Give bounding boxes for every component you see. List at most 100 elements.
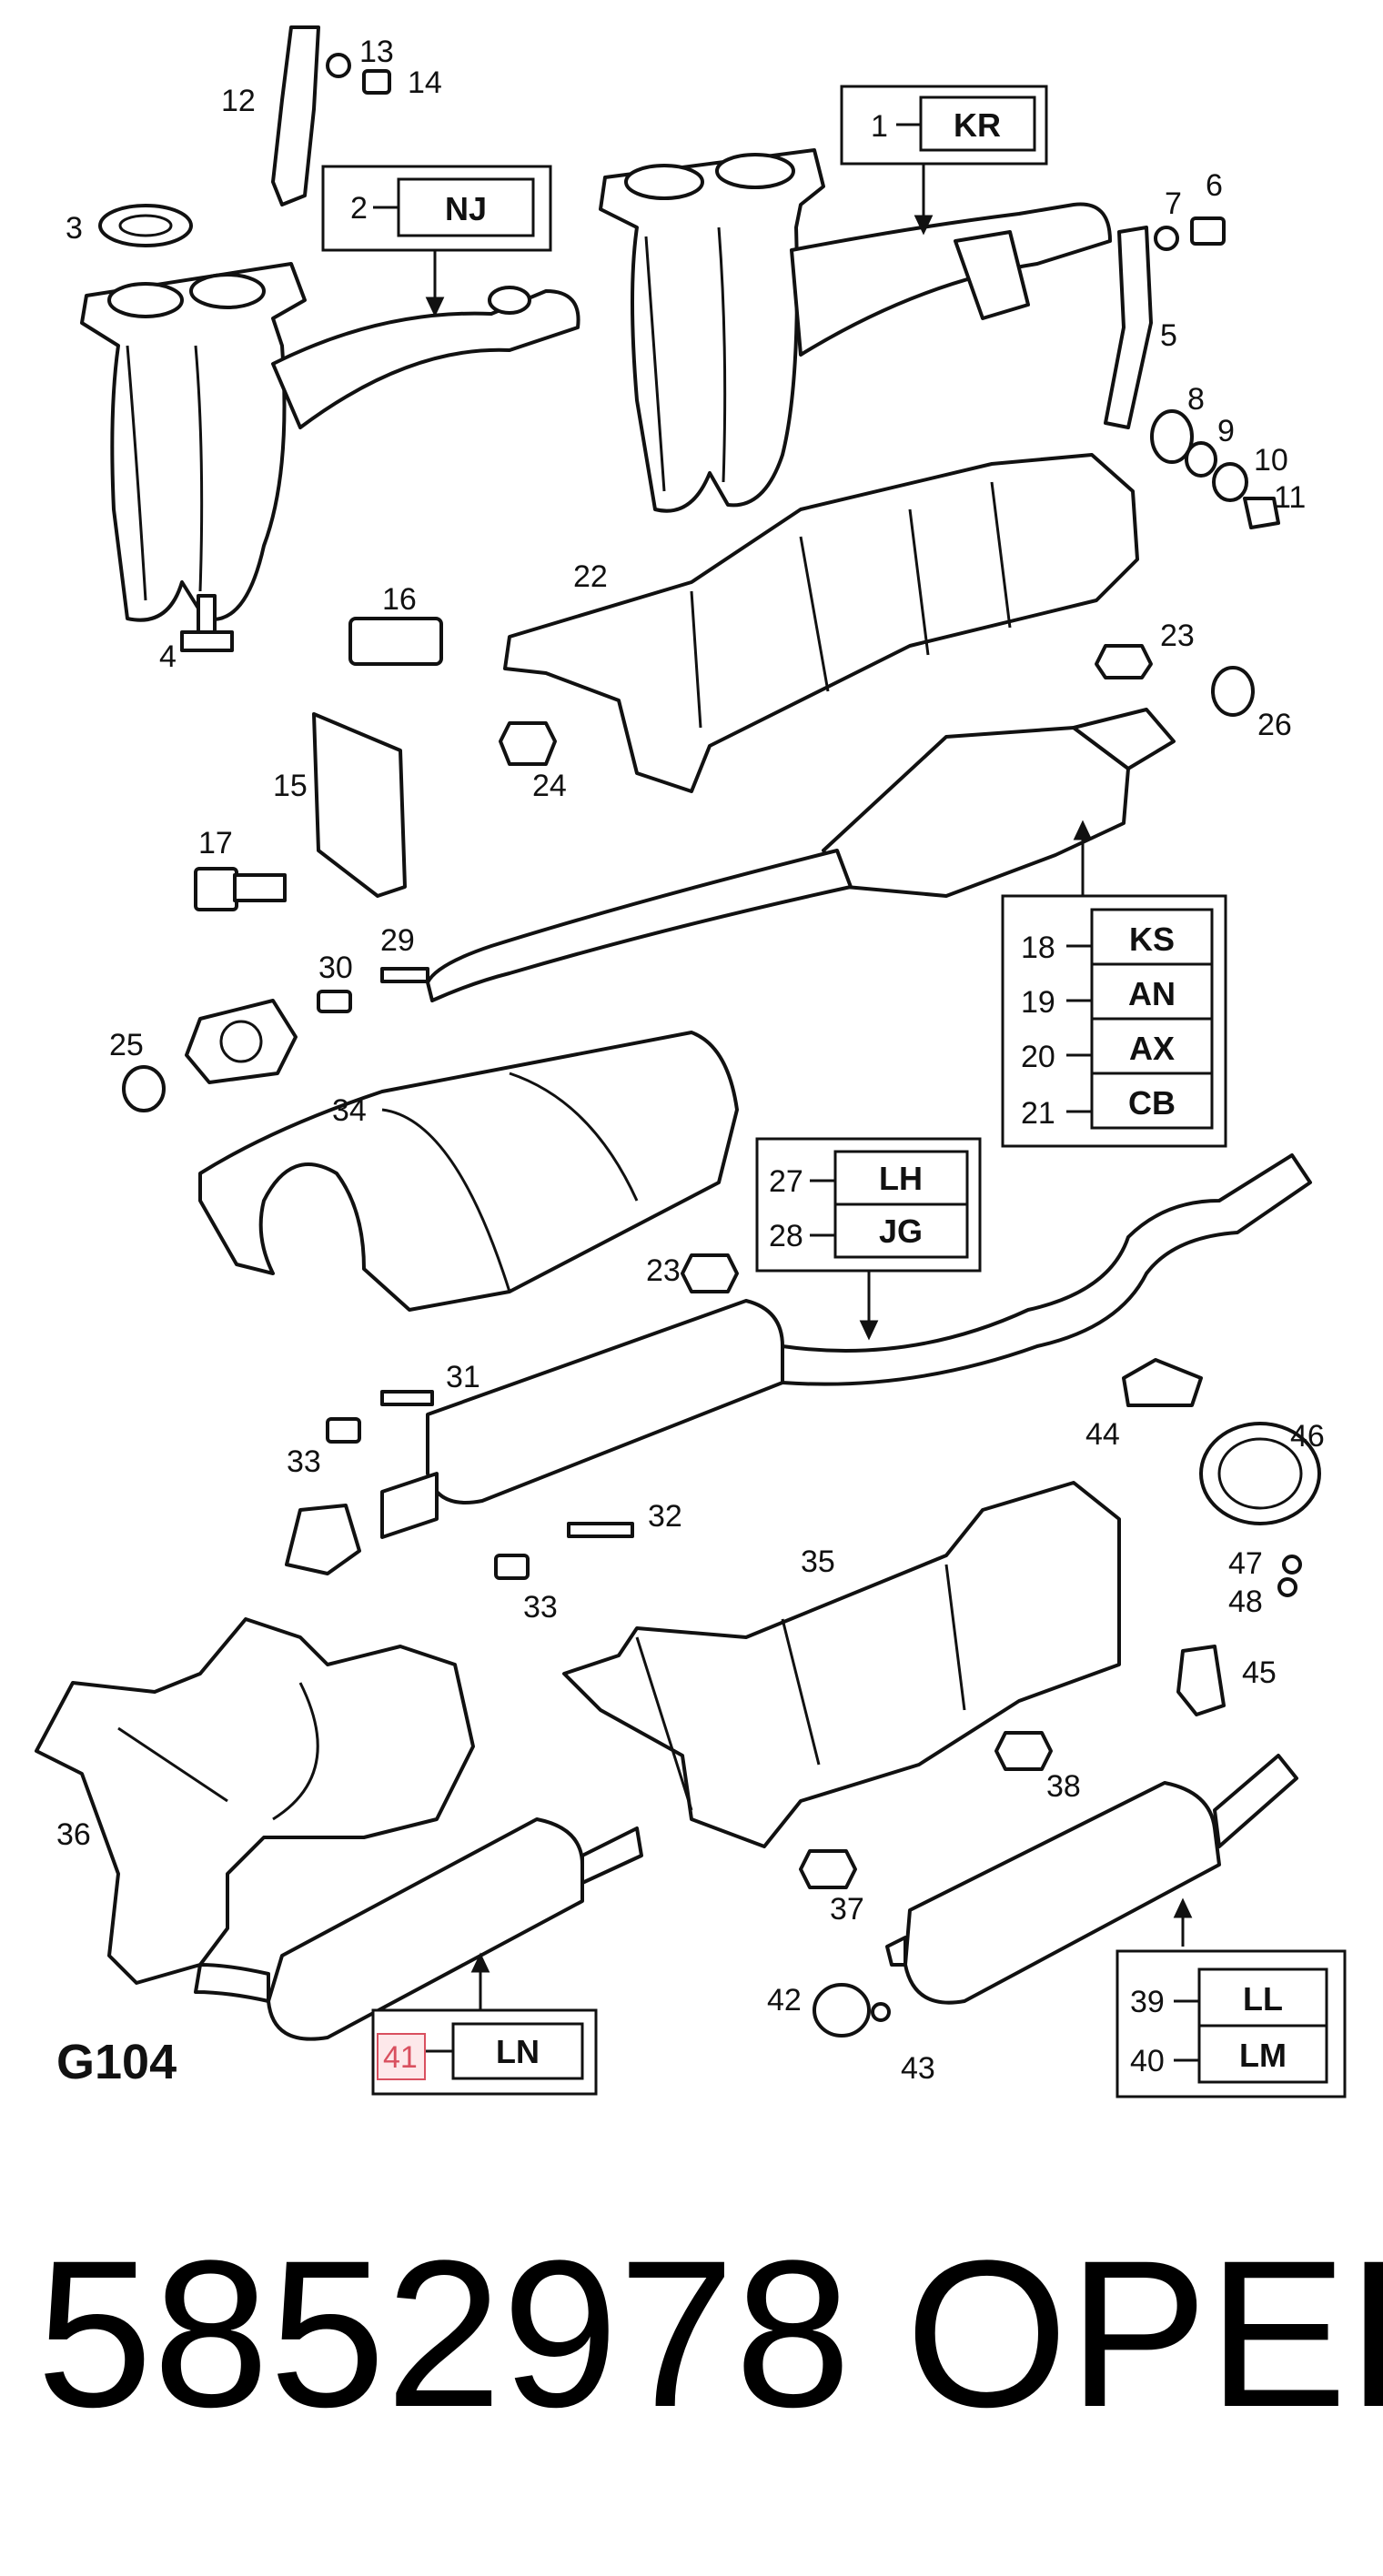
label-47: 47: [1228, 1546, 1263, 1581]
nut-23-top: [1095, 644, 1153, 679]
callout-39-40: 39 LL 40 LM: [1115, 1949, 1347, 2098]
label-22: 22: [573, 559, 608, 594]
label-33-bottom: 33: [523, 1590, 558, 1625]
label-17: 17: [198, 826, 233, 860]
label-48: 48: [1228, 1585, 1263, 1619]
label-5: 5: [1160, 318, 1177, 353]
bracket-5: [1104, 216, 1280, 529]
label-36: 36: [56, 1817, 91, 1852]
callout-2-num: 2: [350, 191, 368, 226]
label-32: 32: [648, 1499, 682, 1534]
spring-33-top: [326, 1417, 361, 1444]
bolt-17: [194, 867, 287, 911]
label-43: 43: [901, 2051, 935, 2086]
heat-shield-22: [503, 453, 1139, 793]
spring-30: [317, 990, 352, 1013]
label-6: 6: [1206, 168, 1223, 203]
label-4: 4: [159, 639, 177, 674]
callout-2-code: NJ: [445, 190, 487, 227]
callout-27-28: 27 LH 28 JG: [755, 1137, 982, 1273]
rear-silencer-39: [885, 1754, 1298, 2005]
heat-shield-35: [562, 1481, 1121, 1848]
label-23-middle: 23: [646, 1253, 681, 1288]
label-26: 26: [1257, 708, 1292, 742]
catalytic-converter: [426, 708, 1176, 1002]
mount-45: [1176, 1645, 1226, 1716]
callout-1-kr: 1 KR: [840, 85, 1048, 166]
callout-40-code: LM: [1239, 2037, 1287, 2074]
label-37: 37: [830, 1892, 864, 1927]
hanger-44: [1122, 1358, 1203, 1407]
label-12: 12: [221, 84, 256, 118]
brand: OPEL: [905, 2217, 1383, 2450]
label-25: 25: [109, 1028, 144, 1062]
callout-39-code: LL: [1243, 1980, 1283, 2018]
highlight-box: [377, 2033, 426, 2080]
exhaust-manifold-left: [80, 262, 580, 622]
label-8: 8: [1187, 382, 1205, 417]
callout-1-num: 1: [871, 109, 888, 144]
label-16: 16: [382, 582, 417, 617]
nut-43: [871, 2002, 891, 2022]
nut-24: [499, 721, 557, 766]
label-9: 9: [1217, 414, 1235, 448]
gasket-15: [312, 712, 407, 898]
heat-shield-36: [35, 1617, 475, 1985]
callout-27-num: 27: [769, 1164, 803, 1199]
callout-18-num: 18: [1021, 931, 1055, 965]
label-23-top: 23: [1160, 619, 1195, 653]
gasket-3: [98, 204, 193, 247]
callout-1-code: KR: [954, 106, 1001, 144]
washer-48: [1277, 1577, 1297, 1597]
label-14: 14: [408, 65, 442, 100]
label-34: 34: [332, 1093, 367, 1128]
nut-37: [799, 1849, 857, 1889]
callout-18-21: 18 KS 19 AN 20 AX 21 CB: [1001, 894, 1227, 1148]
rear-silencer-41: [194, 1817, 643, 2041]
label-3: 3: [66, 211, 83, 246]
flange-front: [185, 999, 298, 1084]
callout-27-code: LH: [879, 1160, 923, 1197]
callout-21-code: CB: [1128, 1084, 1176, 1122]
label-7: 7: [1165, 186, 1182, 221]
label-45: 45: [1242, 1655, 1277, 1690]
callout-20-code: AX: [1129, 1030, 1175, 1067]
middle-silencer: [285, 1153, 1312, 1575]
label-42: 42: [767, 1983, 802, 2018]
bolt-31: [380, 1390, 434, 1406]
bolt-29: [380, 967, 429, 983]
ring-26: [1211, 666, 1255, 717]
diagram-id: G104: [56, 2035, 177, 2089]
callout-19-code: AN: [1128, 975, 1176, 1012]
callout-41-ln[interactable]: 41 LN: [371, 2008, 598, 2096]
nut-23-middle: [681, 1253, 739, 1293]
label-44: 44: [1085, 1417, 1120, 1452]
spring-33-bottom: [494, 1554, 530, 1580]
ring-25: [122, 1065, 166, 1112]
heat-shield-34: [198, 1031, 739, 1312]
label-10: 10: [1254, 443, 1288, 478]
label-46: 46: [1290, 1419, 1325, 1454]
gasket-16: [348, 617, 443, 666]
callout-39-num: 39: [1130, 1985, 1165, 2019]
label-38: 38: [1046, 1769, 1081, 1804]
part-number: 5852978: [36, 2217, 851, 2450]
callout-41-num: 41: [383, 2040, 418, 2075]
callout-arrows: [425, 159, 1193, 2015]
exhaust-manifold-right: [599, 148, 1112, 513]
bolt-4: [180, 594, 234, 652]
callout-21-num: 21: [1021, 1096, 1055, 1131]
clamp-42: [813, 1983, 871, 2038]
bolt-32: [567, 1522, 634, 1538]
label-13: 13: [359, 35, 394, 69]
nut-38: [994, 1731, 1053, 1771]
label-30: 30: [318, 951, 353, 985]
callout-28-code: JG: [879, 1213, 923, 1250]
label-15: 15: [273, 769, 308, 803]
callout-19-num: 19: [1021, 985, 1055, 1020]
label-11: 11: [1274, 480, 1306, 515]
callout-18-code: KS: [1129, 921, 1175, 958]
part-labels: 3 4 5 6 7 8 9 10 11 12 13 14 15 16 17 22…: [56, 35, 1325, 2086]
label-31: 31: [446, 1360, 480, 1394]
